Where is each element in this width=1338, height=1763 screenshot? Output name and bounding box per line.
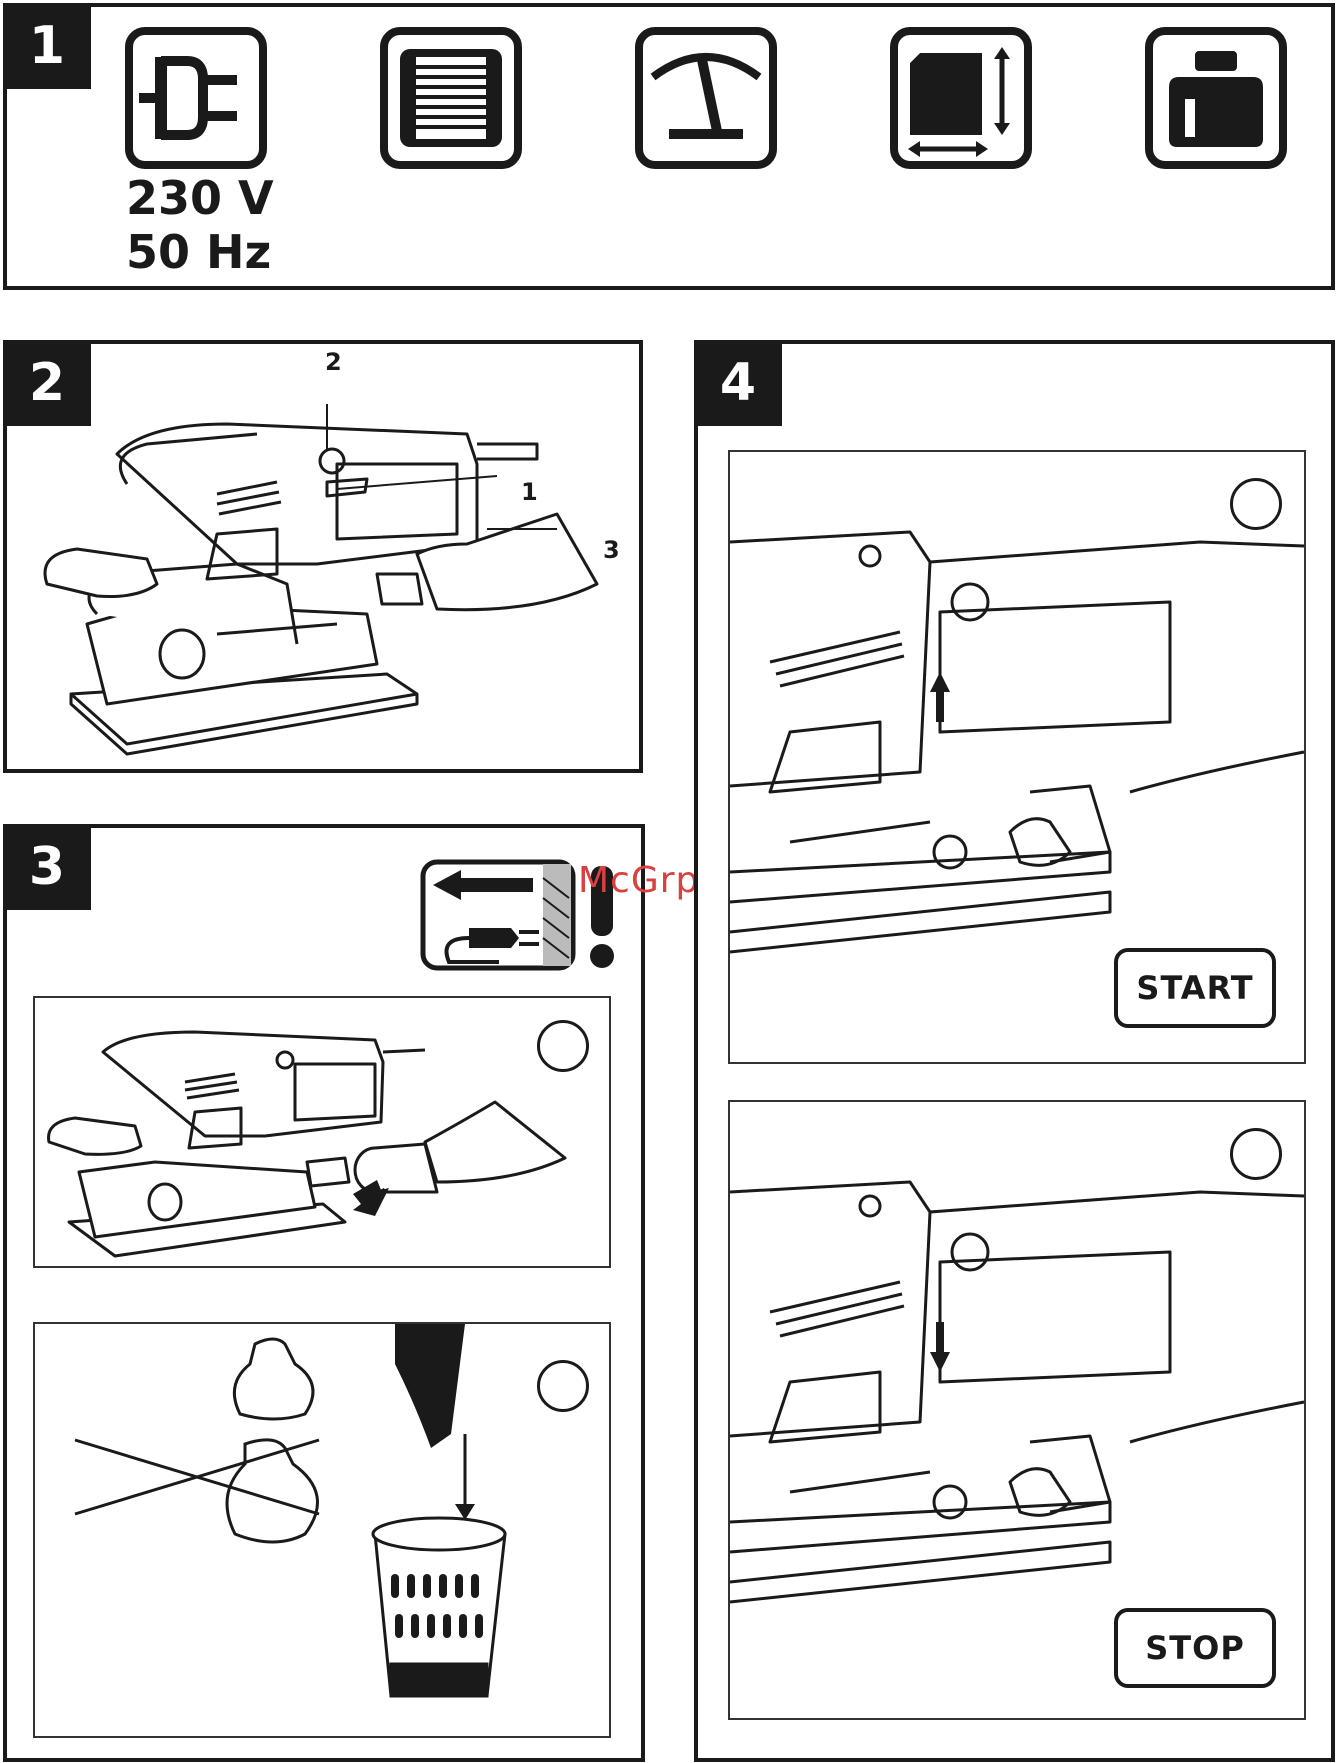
panel-3: 3 <box>3 824 645 1762</box>
start-label: START <box>1114 948 1276 1028</box>
weight-icon <box>1145 27 1287 169</box>
panel-1: 1 230 V 50 Hz <box>3 3 1335 290</box>
sheet-size-icon <box>890 27 1032 169</box>
speed-gauge-icon <box>635 27 777 169</box>
panel-1-number: 1 <box>3 3 91 89</box>
panel-4: 4 START <box>694 340 1335 1762</box>
sander-closeup-start <box>730 522 1304 962</box>
panel-2: 2 <box>3 340 643 773</box>
start-frame: START <box>728 450 1306 1064</box>
panel-4-number: 4 <box>694 340 782 426</box>
empty-bag-frame <box>33 1322 611 1738</box>
sander-illustration <box>37 364 637 764</box>
motor-icon <box>380 27 522 169</box>
power-plug-icon <box>125 27 267 169</box>
sander-closeup-stop <box>730 1172 1304 1612</box>
callout-1: 1 <box>521 478 538 506</box>
attach-bag-frame <box>33 996 611 1268</box>
stop-label: STOP <box>1114 1608 1276 1688</box>
panel-3-number: 3 <box>3 824 91 910</box>
frequency-rating: 50 Hz <box>126 225 271 279</box>
attach-bag-illustration <box>45 1012 565 1258</box>
callout-2: 2 <box>325 348 342 376</box>
callout-3: 3 <box>603 536 620 564</box>
empty-bag-illustration <box>35 1324 613 1740</box>
stop-frame: STOP <box>728 1100 1306 1720</box>
voltage-rating: 230 V <box>126 171 274 225</box>
